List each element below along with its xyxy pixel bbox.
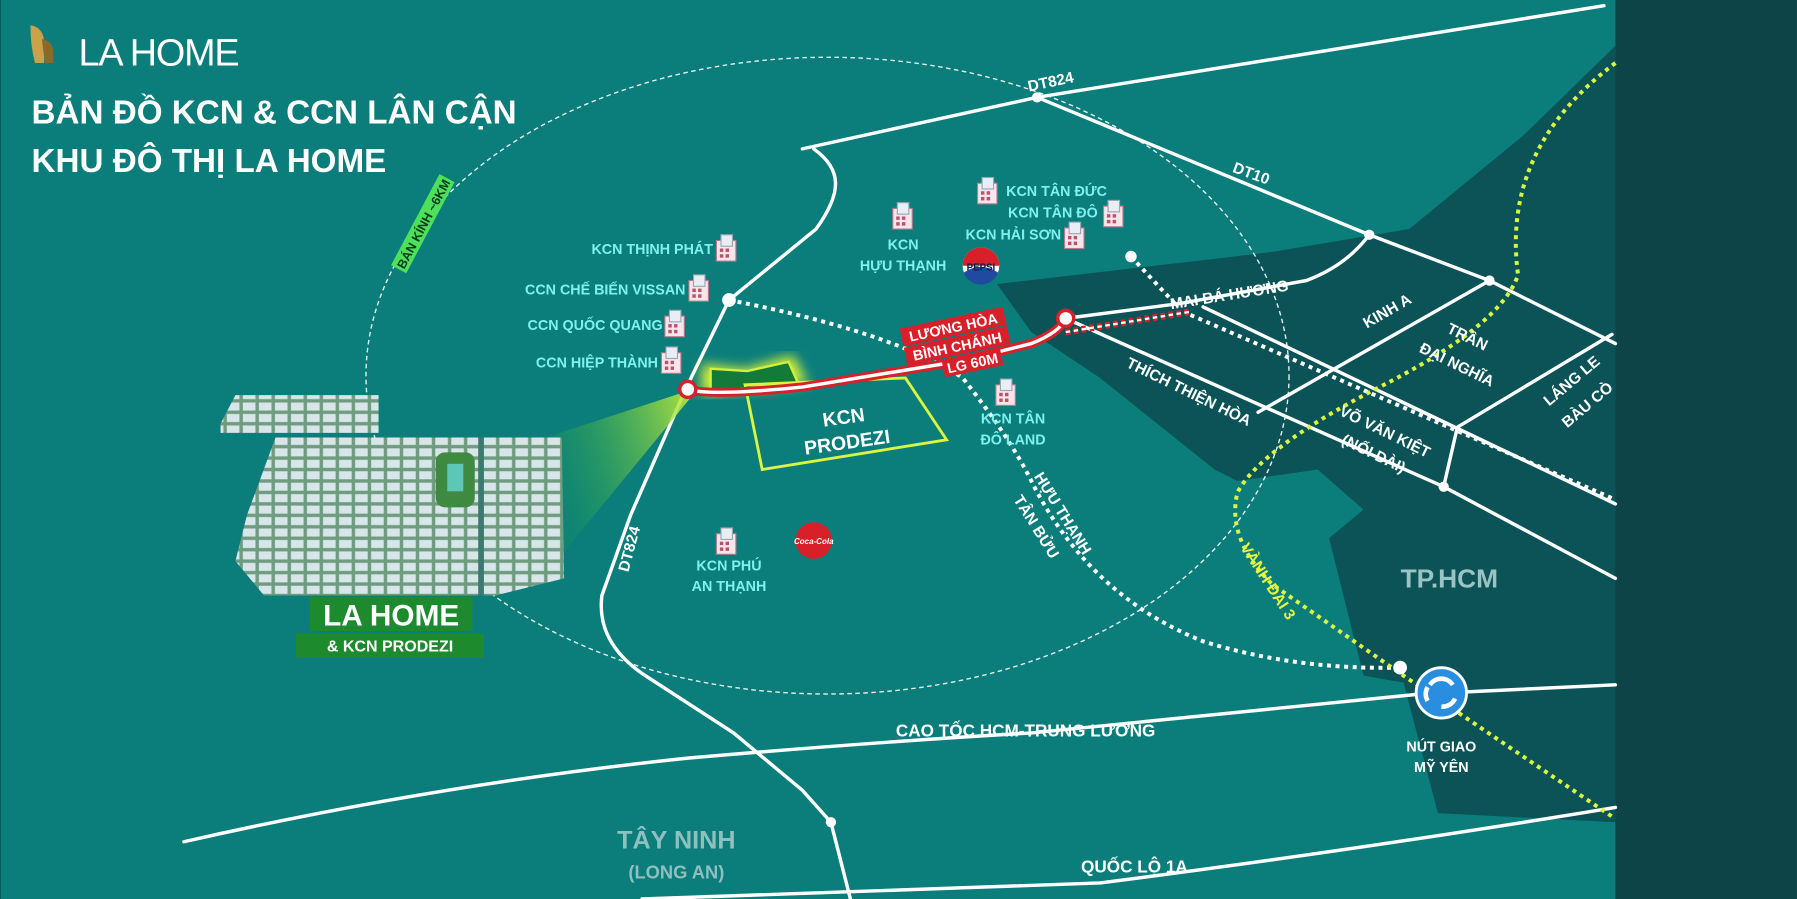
- roundabout-icon: [1414, 666, 1468, 720]
- pepsi-text: PEPSI: [967, 262, 996, 273]
- side-band: [1615, 0, 1797, 899]
- coca-cola-text: Coca-Cola: [794, 537, 834, 546]
- label-kcn-tan-do-land-1: KCN TÂN: [981, 410, 1045, 428]
- junction-node: [825, 817, 837, 828]
- road-kinh-a: [1256, 278, 1492, 414]
- junction-node: [1364, 229, 1375, 240]
- label-kcn-phu-an-thanh-1: KCN PHÚ: [696, 556, 761, 574]
- label-nut-giao-2: MỸ YÊN: [1414, 758, 1469, 776]
- road-luong-hoa-center: [687, 317, 1068, 395]
- la-home-logo-icon: [30, 25, 54, 63]
- city-zone: [996, 45, 1616, 823]
- label-kcn-thinh-phat: KCN THỊNH PHÁT: [591, 241, 713, 258]
- junction-node: [1031, 92, 1043, 103]
- label-ccn-vissan: CCN CHẾ BIẾN VISSAN: [525, 281, 685, 298]
- lake: [447, 463, 464, 492]
- road-cao-toc: [182, 683, 1618, 844]
- label-kcn-tan-duc: KCN TÂN ĐỨC: [1006, 182, 1107, 200]
- junction-node-red: [1055, 308, 1076, 329]
- la-home-masterplan: [220, 395, 565, 596]
- junction-node: [1393, 660, 1407, 675]
- luong-hoa-extension-center: [1065, 310, 1192, 334]
- junction-node: [1125, 250, 1137, 263]
- label-long-an: (LONG AN): [628, 861, 724, 882]
- page-title-line-1: BẢN ĐỒ KCN & CCN LÂN CẬN: [32, 94, 517, 132]
- label-tay-ninh: TÂY NINH: [617, 825, 736, 855]
- label-kcn-huu-thanh-1: KCN: [888, 238, 919, 254]
- road-quoc-lo-1a: [640, 805, 1618, 899]
- radius-circle: [365, 56, 1290, 695]
- label-nut-giao-1: NÚT GIAO: [1406, 737, 1476, 755]
- junction-node: [1484, 275, 1495, 286]
- label-kcn-tan-do-land-2: ĐÔ LAND: [980, 430, 1045, 448]
- label-cao-toc: CAO TỐC HCM-TRUNG LƯƠNG: [896, 720, 1156, 740]
- label-quoc-lo-1a: QUỐC LỘ 1A: [1081, 857, 1188, 877]
- label-kcn-tan-do: KCN TÂN ĐÔ: [1008, 204, 1098, 222]
- road-dt824: [599, 147, 853, 899]
- label-ccn-hiep-thanh: CCN HIỆP THÀNH: [536, 354, 658, 372]
- label-ccn-quoc-quang: CCN QUỐC QUANG: [528, 316, 663, 334]
- brand-logo-text: LA HOME: [79, 32, 239, 74]
- junction-node: [722, 293, 736, 307]
- label-kcn-huu-thanh-2: HỰU THẠNH: [860, 258, 947, 274]
- planned-roads: [728, 255, 1613, 670]
- junction-nodes: [678, 92, 1495, 828]
- label-tphcm: TP.HCM: [1401, 563, 1499, 593]
- junction-node: [1438, 481, 1449, 492]
- project-subtitle-box: [296, 633, 484, 658]
- road-huu-thanh-tan-buu: [728, 298, 1401, 670]
- road-lang-le: [1441, 332, 1614, 489]
- road-connector-dotted: [1129, 255, 1180, 309]
- project-beam: [538, 387, 700, 552]
- project-name: LA HOME: [323, 599, 459, 632]
- page-title-line-2: KHU ĐÔ THỊ LA HOME: [32, 141, 387, 180]
- project-name-box: [309, 596, 473, 632]
- road-mai-ba-huong: [1063, 233, 1371, 321]
- road-dt10: [1035, 95, 1618, 346]
- label-kcn-hai-son: KCN HẢI SƠN: [966, 226, 1062, 243]
- project-subtitle: & KCN PRODEZI: [327, 638, 453, 656]
- pepsi-logo: PEPSI: [962, 247, 1000, 285]
- junction-node-red: [678, 379, 698, 400]
- coca-cola-logo: Coca-Cola: [794, 522, 834, 559]
- label-kcn-phu-an-thanh-2: AN THẠNH: [692, 579, 767, 595]
- ring-road-3: [1233, 61, 1617, 821]
